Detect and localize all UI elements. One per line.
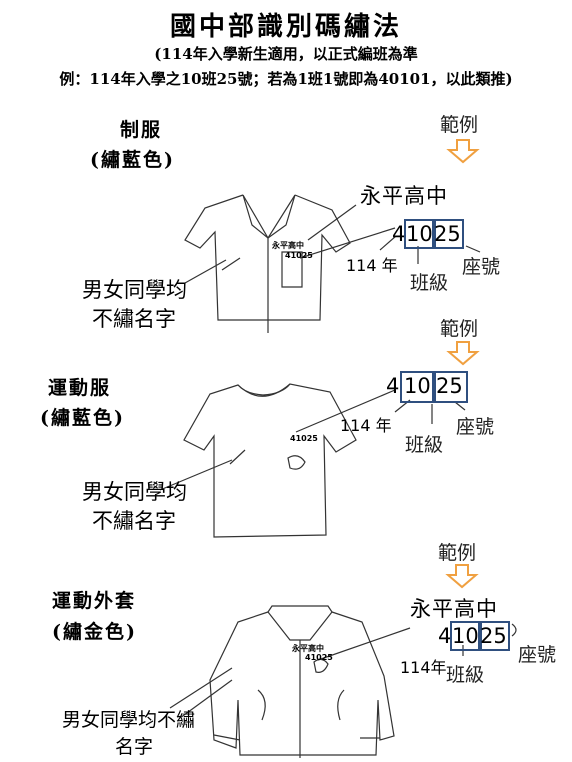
class-label: 班級 — [405, 434, 444, 456]
note-line-1: 男女同學均 — [82, 480, 187, 504]
year-label: 114 年 — [340, 416, 392, 435]
jacket-embroidery-code: 41025 — [305, 653, 333, 662]
jacket-drawing — [209, 605, 395, 758]
year-label: 114年 — [400, 658, 447, 677]
section-uniform-color: (繡藍色) — [90, 149, 175, 171]
section-jacket-color: (繡金色) — [52, 621, 137, 643]
seat-box — [432, 371, 468, 403]
code-seat: 25 — [434, 222, 461, 246]
seat-label: 座號 — [456, 416, 495, 438]
code-year-digit: 4 — [438, 624, 452, 648]
seat-label: 座號 — [462, 256, 501, 278]
note-line-2: 不繡名字 — [92, 307, 176, 331]
jacket-embroidery-school: 永平高中 — [292, 644, 324, 653]
code-seat: 25 — [480, 624, 507, 648]
note-line-2: 不繡名字 — [92, 509, 176, 533]
shirt-embroidery-code: 41025 — [285, 251, 313, 260]
seat-box — [478, 621, 510, 651]
seat-box — [432, 219, 464, 249]
code-seat: 25 — [436, 374, 463, 398]
code-year-digit: 4 — [392, 222, 406, 246]
shirt-embroidery-school: 永平高中 — [272, 241, 304, 250]
school-name: 永平高中 — [410, 597, 498, 621]
school-name: 永平高中 — [360, 184, 448, 208]
example-description: 例：114年入學之10班25號；若為1班1號即為40101，以此類推) — [59, 70, 513, 88]
class-box — [450, 621, 482, 651]
subtitle: (114年入學新生適用，以正式編班為準 — [154, 45, 418, 63]
code-class: 10 — [406, 222, 433, 246]
note-line-1: 男女同學均 — [82, 278, 187, 302]
year-label: 114 年 — [346, 256, 398, 275]
seat-label: 座號 — [518, 644, 557, 666]
note-line-1: 男女同學均不繡 — [62, 709, 196, 731]
section-jacket-name: 運動外套 — [52, 590, 137, 612]
class-box — [400, 371, 436, 403]
down-arrow-icons — [445, 139, 480, 589]
section-sports-name: 運動服 — [48, 377, 112, 399]
example-label: 範例 — [440, 114, 479, 136]
example-label: 範例 — [438, 542, 477, 564]
class-label: 班級 — [446, 664, 485, 686]
shirt-embroidery-code: 41025 — [290, 434, 318, 443]
sports-shirt-drawing — [183, 383, 357, 538]
uniform-shirt-drawing — [184, 194, 351, 333]
code-class: 10 — [452, 624, 479, 648]
section-uniform-name: 制服 — [120, 119, 163, 141]
example-label: 範例 — [440, 318, 479, 340]
class-label: 班級 — [410, 272, 449, 294]
section-sports-color: (繡藍色) — [40, 407, 125, 429]
page-title: 國中部識別碼繡法 — [169, 12, 402, 42]
class-box — [404, 219, 436, 249]
note-line-2: 名字 — [115, 736, 154, 758]
code-class: 10 — [404, 374, 431, 398]
code-year-digit: 4 — [386, 374, 400, 398]
